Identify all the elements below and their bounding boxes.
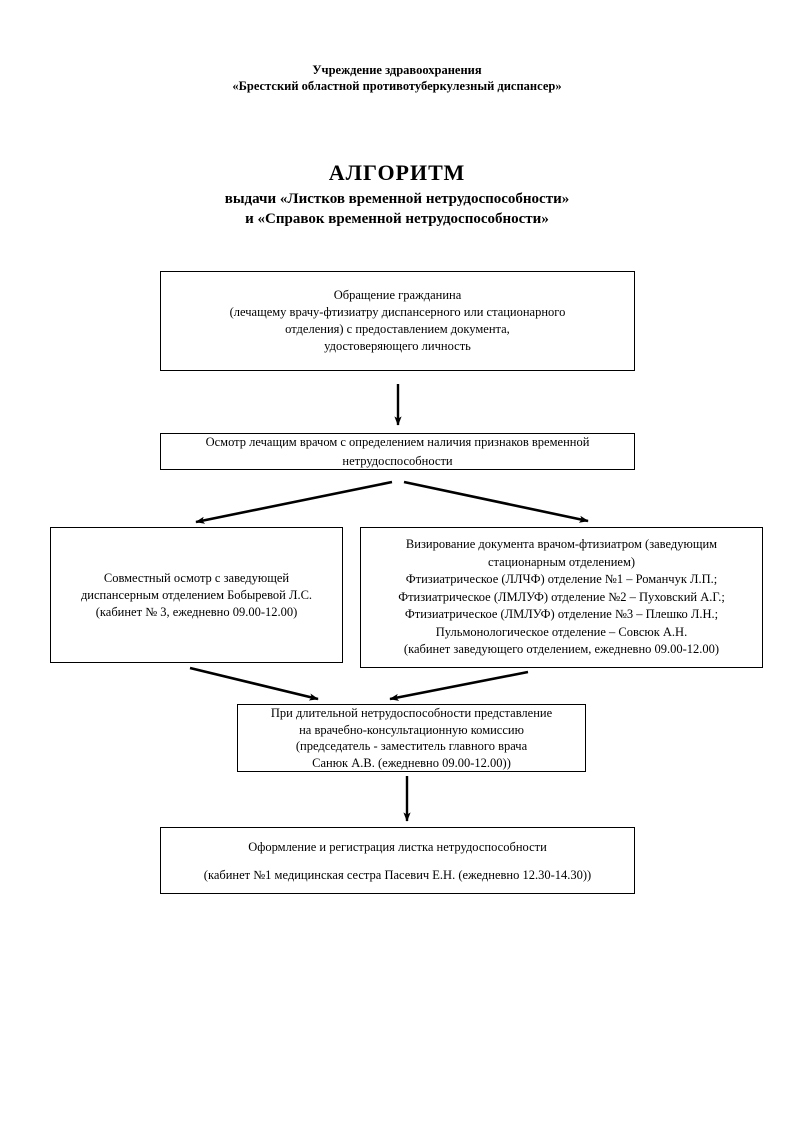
node-exam-line-1: Осмотр лечащим врачом с определением нал…	[205, 434, 590, 449]
organization-line-2: «Брестский областной противотуберкулезны…	[232, 79, 562, 93]
node-visa-line-3: Фтизиатрическое (ЛЛЧФ) отделение №1 – Ро…	[405, 572, 718, 587]
organization-line-1: Учреждение здравоохранения	[312, 63, 482, 77]
node-visa-line-6: Пульмонологическое отделение – Совсюк А.…	[435, 624, 688, 639]
node-vkk-line-3: (председатель - заместитель главного вра…	[295, 739, 528, 753]
title-sub-line-1: выдачи «Листков временной нетрудоспособн…	[224, 191, 570, 207]
flow-node-exam: Осмотр лечащим врачом с определением нал…	[160, 433, 635, 470]
node-request-line-1: Обращение гражданина	[333, 288, 462, 302]
node-exam-line-2: нетрудоспособности	[342, 453, 453, 468]
flow-node-vkk: При длительной нетрудоспособности предст…	[237, 704, 586, 772]
node-request-line-3: отделения) с предоставлением документа,	[285, 322, 510, 336]
document-title: АЛГОРИТМ выдачи «Листков временной нетру…	[0, 160, 794, 229]
node-joint-line-3: (кабинет № 3, ежедневно 09.00-12.00)	[95, 604, 298, 619]
node-visa-line-5: Фтизиатрическое (ЛМЛУФ) отделение №3 – П…	[404, 607, 719, 622]
node-vkk-line-1: При длительной нетрудоспособности предст…	[270, 706, 553, 720]
title-subtitle: выдачи «Листков временной нетрудоспособн…	[0, 189, 794, 229]
node-request-line-4: удостоверяющего личность	[324, 339, 471, 353]
flow-node-visa: Визирование документа врачом-фтизиатром …	[360, 527, 763, 668]
node-register-line-2: (кабинет №1 медицинская сестра Пасевич Е…	[203, 867, 592, 882]
node-visa-line-2: стационарным отделением)	[487, 554, 636, 569]
flow-node-joint-exam: Совместный осмотр с заведующей диспансер…	[50, 527, 343, 663]
node-joint-line-2: диспансерным отделением Бобыревой Л.С.	[80, 587, 313, 602]
flow-node-register: Оформление и регистрация листка нетрудос…	[160, 827, 635, 894]
title-sub-line-2: и «Справок временной нетрудоспособности»	[245, 211, 549, 227]
node-vkk-line-2: на врачебно-консультационную комиссию	[299, 722, 524, 737]
node-visa-line-1: Визирование документа врачом-фтизиатром …	[405, 537, 718, 552]
node-visa-line-4: Фтизиатрическое (ЛМЛУФ) отделение №2 – П…	[398, 589, 725, 604]
edge-joint-to-vkk	[189, 666, 319, 701]
title-main: АЛГОРИТМ	[328, 160, 466, 185]
node-joint-line-1: Совместный осмотр с заведующей	[103, 570, 290, 585]
edge-exam-to-visa	[403, 480, 589, 523]
node-register-line-1: Оформление и регистрация листка нетрудос…	[248, 839, 547, 854]
node-request-line-2: (лечащему врачу-фтизиатру диспансерного …	[229, 305, 566, 319]
flow-node-request: Обращение гражданина (лечащему врачу-фти…	[160, 271, 635, 371]
organization-header: Учреждение здравоохранения «Брестский об…	[0, 62, 794, 94]
node-vkk-line-4: Санюк А.В. (ежедневно 09.00-12.00))	[312, 755, 511, 770]
edge-exam-to-joint	[195, 480, 393, 524]
edge-visa-to-vkk	[389, 670, 529, 701]
node-visa-line-7: (кабинет заведующего отделением, ежеднев…	[403, 642, 720, 657]
